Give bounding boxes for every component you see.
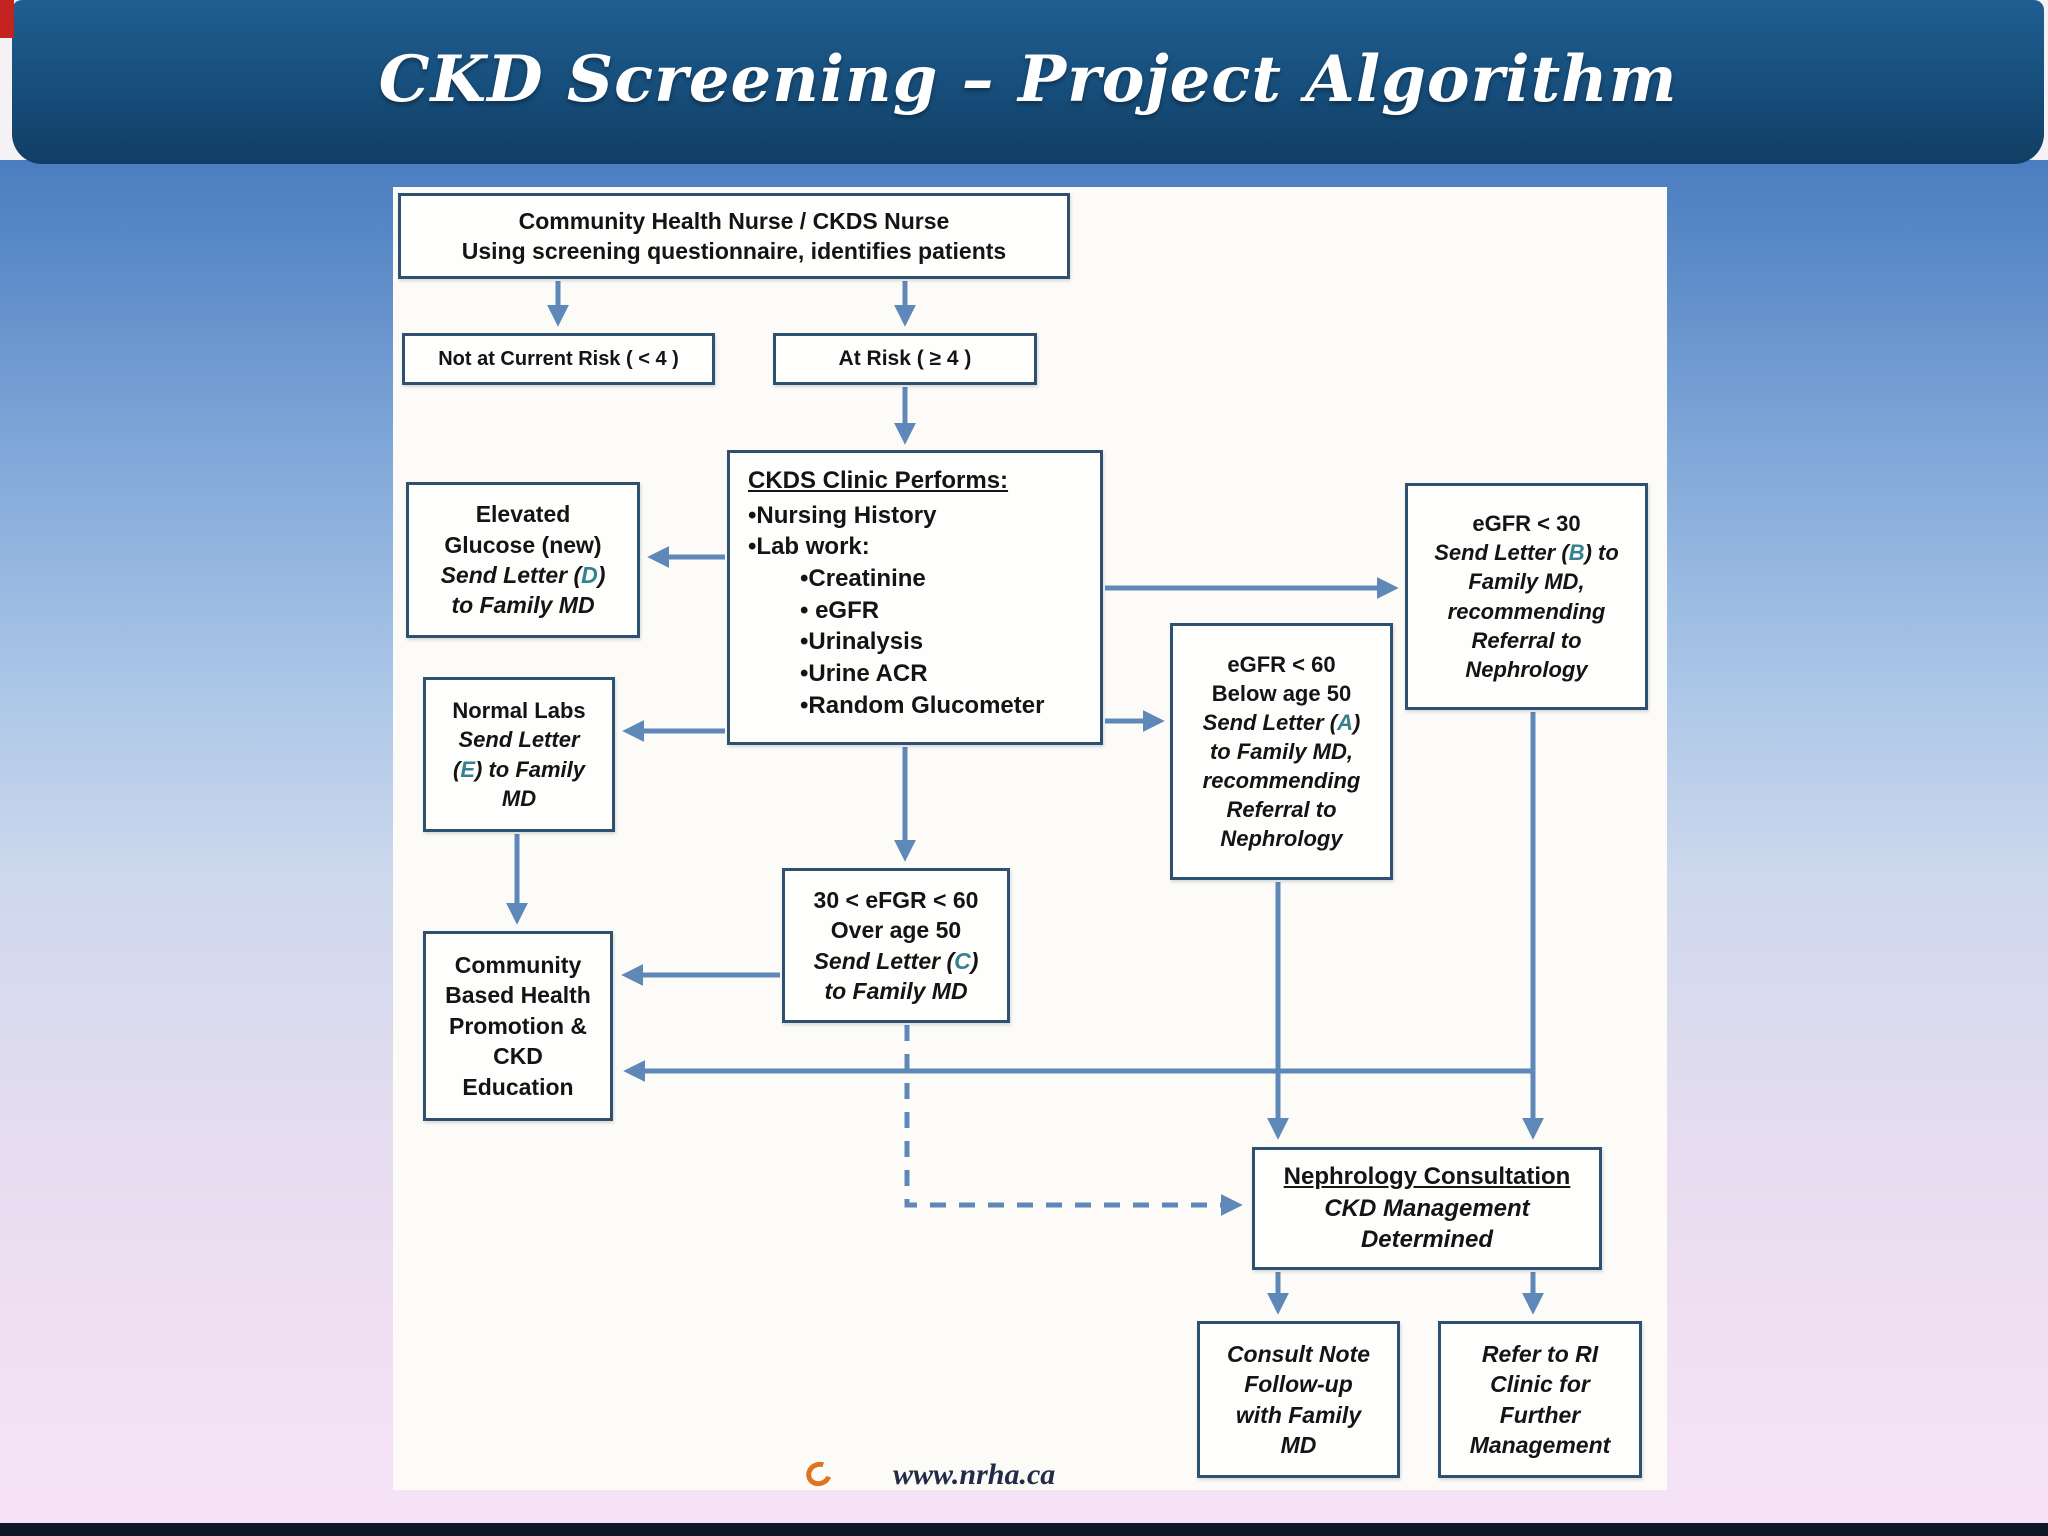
text-line: Glucose (new) xyxy=(444,531,602,558)
text-line: Send Letter (A) xyxy=(1202,709,1361,735)
node-egfr-under-60-letter-a: eGFR < 60 Below age 50 Send Letter (A) to F… xyxy=(1170,623,1393,880)
text-line: Send Letter (C) xyxy=(813,947,979,974)
text-line: •Urine ACR xyxy=(800,660,928,688)
text-line: MD xyxy=(1280,1431,1317,1458)
text-line: Refer to RI xyxy=(1481,1340,1599,1367)
text-line: Clinic for xyxy=(1490,1371,1590,1398)
text-line: Family MD, xyxy=(1468,569,1585,595)
text-line: • eGFR xyxy=(800,596,880,624)
text-line: Below age 50 xyxy=(1211,680,1352,706)
text-line: Referral to xyxy=(1471,627,1582,653)
page-title: CKD Screening – Project Algorithm xyxy=(378,41,1678,117)
flowchart-panel xyxy=(393,187,1667,1490)
text-line: recommending xyxy=(1447,598,1606,624)
node-efgr-30-60-letter-c: 30 < eFGR < 60 Over age 50 Send Letter (C)… xyxy=(782,868,1010,1023)
text-line: Not at Current Risk ( < 4 ) xyxy=(438,347,679,370)
text-line: 30 < eFGR < 60 xyxy=(813,886,979,913)
text-line: •Urinalysis xyxy=(800,628,924,656)
text-line: •Nursing History xyxy=(748,501,937,529)
text-line: Promotion & xyxy=(449,1012,587,1039)
text-line: MD xyxy=(501,785,537,811)
text-line: Consult Note xyxy=(1226,1340,1371,1367)
text-line: CKDS Clinic Performs: xyxy=(748,467,1009,494)
text-line: •Lab work: xyxy=(748,533,870,561)
text-line: eGFR < 60 xyxy=(1227,651,1336,677)
text-line: to Family MD xyxy=(824,977,968,1004)
letter-code: A xyxy=(1337,709,1354,735)
text-line: •Creatinine xyxy=(800,565,926,593)
text-line: Further xyxy=(1499,1401,1581,1428)
text-line: eGFR < 30 xyxy=(1472,511,1581,537)
node-ckds-clinic-performs: CKDS Clinic Performs: •Nursing History •La… xyxy=(727,450,1103,745)
corner-artifact xyxy=(0,0,14,38)
letter-code: D xyxy=(581,562,598,588)
letter-code: E xyxy=(460,756,475,782)
text-line: •Random Glucometer xyxy=(800,691,1045,719)
text-line: Management xyxy=(1469,1431,1611,1458)
text-line: recommending xyxy=(1202,768,1361,794)
text-line: At Risk ( ≥ 4 ) xyxy=(838,347,972,371)
node-at-risk: At Risk ( ≥ 4 ) xyxy=(773,333,1037,385)
title-bar: CKD Screening – Project Algorithm xyxy=(12,0,2044,164)
text-line: Send Letter (D) xyxy=(440,562,606,588)
text-line: Based Health xyxy=(445,982,591,1009)
text-line: Nephrology xyxy=(1220,826,1343,852)
text-line: Send Letter (B) to xyxy=(1434,540,1619,566)
text-line: Nephrology Consultation xyxy=(1283,1162,1571,1190)
text-line: Over age 50 xyxy=(830,917,962,944)
node-not-at-current-risk: Not at Current Risk ( < 4 ) xyxy=(402,333,715,385)
text-line: Elevated xyxy=(475,501,571,528)
text-line: Send Letter xyxy=(458,727,580,753)
node-egfr-under-30-letter-b: eGFR < 30 Send Letter (B) to Family MD, rec… xyxy=(1405,483,1648,710)
text-line: Normal Labs xyxy=(452,698,586,724)
text-line: to Family MD xyxy=(451,592,595,619)
text-line: Community Health Nurse / CKDS Nurse xyxy=(518,207,950,234)
bottom-strip xyxy=(0,1523,2048,1536)
text-line: Nephrology xyxy=(1465,656,1588,682)
text-line: Determined xyxy=(1360,1226,1494,1254)
text-line: CKD Management xyxy=(1324,1194,1530,1222)
text-line: with Family xyxy=(1235,1401,1362,1428)
text-line: Education xyxy=(462,1073,574,1100)
text-line: (E) to Family xyxy=(452,756,586,782)
text-line: Follow-up xyxy=(1244,1371,1353,1398)
footer-url: www.nrha.ca xyxy=(893,1458,1056,1491)
text-line: Community xyxy=(454,952,582,979)
text-line: Referral to xyxy=(1226,797,1337,823)
text-line: CKD xyxy=(493,1043,543,1070)
text-line: Using screening questionnaire, identifie… xyxy=(461,238,1007,264)
text-line: to Family MD, xyxy=(1209,738,1353,764)
letter-code: C xyxy=(954,947,971,974)
letter-code: B xyxy=(1568,540,1585,566)
